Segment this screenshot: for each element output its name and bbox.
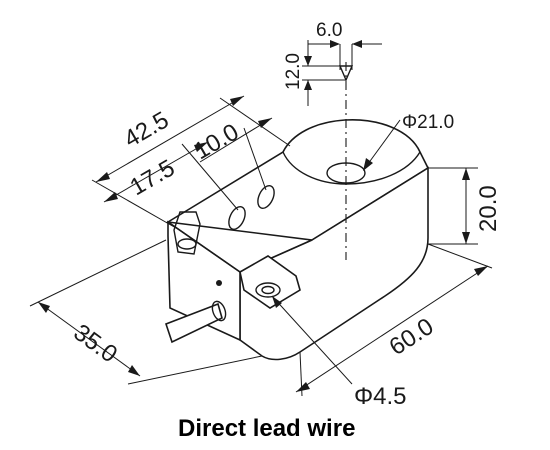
tip-detail [302,40,382,106]
dim-6-0: 6.0 [316,20,342,41]
left-mounting-slot [173,211,201,255]
dim-35-0: 35.0 [68,319,122,368]
dim-phi4-5: Φ4.5 [354,383,407,410]
body-top-face [165,119,430,241]
lead-wire [164,300,227,344]
caption: Direct lead wire [178,415,355,442]
height-dimension-lines [428,167,478,245]
indicator-dot [216,280,222,286]
width-dimension-lines [29,239,263,385]
top-hole-1 [228,206,246,230]
top-hole-2 [257,185,275,209]
phi4-5-leader [271,295,353,385]
front-mounting-tab [239,255,301,309]
dim-17-5: 17.5 [126,154,180,201]
body-front-face [239,166,429,361]
dim-20-0: 20.0 [475,185,502,232]
dim-42-5: 42.5 [120,106,174,153]
length-dimension-lines [295,243,493,397]
phi21-leader [364,119,401,169]
dim-phi21: Φ21.0 [402,112,454,133]
dim-60-0: 60.0 [385,313,439,361]
dim-12-0: 12.0 [283,53,304,90]
upper-left-dimension-lines [91,95,291,229]
sensor-body [165,119,430,361]
dim-10-0: 10.0 [190,118,244,165]
